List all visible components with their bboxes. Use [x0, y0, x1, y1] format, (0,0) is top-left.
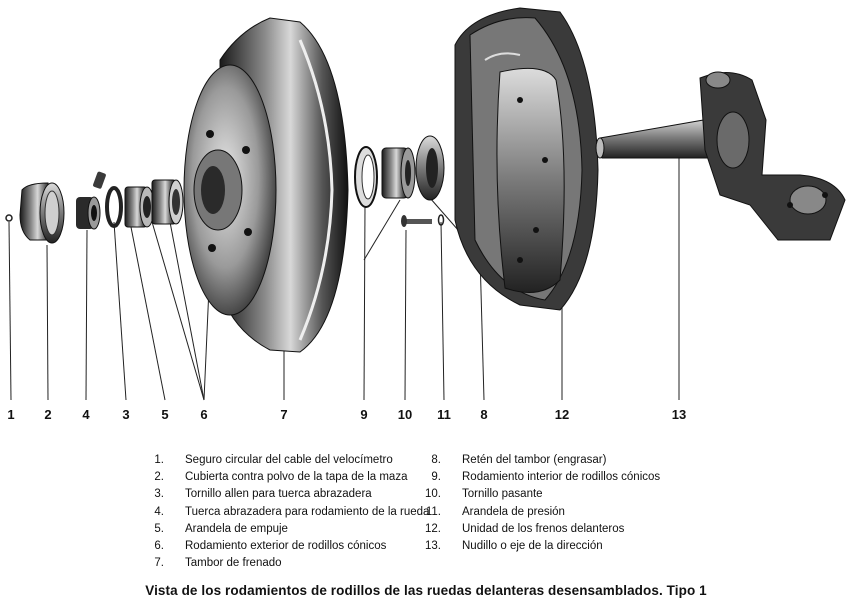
callout-1: 1	[7, 407, 15, 422]
figure-caption: Vista de los rodamientos de rodillos de …	[145, 583, 707, 598]
legend-item: 7. Tambor de frenado	[138, 555, 429, 572]
callout-2: 2	[44, 407, 52, 422]
legend-text: Tornillo allen para tuerca abrazadera	[185, 488, 372, 501]
legend-text: Seguro circular del cable del velocímetr…	[185, 454, 393, 466]
callout-8: 8	[480, 407, 488, 422]
legend-text: Nudillo o eje de la dirección	[462, 540, 603, 553]
legend-text: Rodamiento interior de rodillos cónicos	[462, 471, 661, 484]
legend-text: Cubierta contra polvo de la tapa de la m…	[185, 471, 408, 484]
legend-number: 11.	[425, 505, 441, 518]
part-6-outer-bearing	[124, 179, 184, 228]
legend-number: 3.	[154, 488, 164, 501]
part-12-brake-unit	[454, 7, 599, 311]
legend-text: Arandela de empuje	[185, 522, 288, 535]
legend-item: 13. Nudillo o eje de la dirección	[415, 538, 660, 555]
legend-text: Tornillo pasante	[462, 488, 543, 501]
callout-3: 3	[122, 407, 130, 422]
callout-11: 11	[437, 407, 451, 422]
legend-item: 4. Tuerca abrazadera para rodamiento de l…	[138, 504, 429, 521]
callout-12: 12	[554, 407, 570, 422]
legend-number: 9.	[431, 471, 441, 484]
exploded-view-illustration	[5, 7, 846, 401]
legend-text: Unidad de los frenos delanteros	[462, 522, 625, 535]
part-1-circlip	[5, 214, 13, 222]
part-11-lock-washer	[437, 214, 445, 226]
callout-10: 10	[397, 407, 413, 422]
part-9-inner-bearing	[354, 146, 416, 208]
legend-number: 8.	[431, 454, 441, 466]
callout-13: 13	[671, 407, 687, 422]
legend-number: 13.	[425, 540, 441, 553]
legend-item: 6. Rodamiento exterior de rodillos cónico…	[138, 538, 429, 555]
legend-number: 2.	[154, 471, 164, 484]
callout-5: 5	[161, 407, 169, 422]
legend-text: Arandela de presión	[462, 505, 565, 518]
part-3-allen-screw	[93, 171, 106, 189]
legend-item: 12. Unidad de los frenos delanteros	[415, 521, 660, 538]
legend-number: 12.	[425, 522, 441, 535]
legend-item: 5. Arandela de empuje	[138, 521, 429, 538]
part-4-clamp-nut	[76, 196, 101, 230]
callout-6: 6	[200, 407, 208, 422]
legend-number: 1.	[154, 454, 164, 466]
callout-9: 9	[360, 407, 368, 422]
part-7-brake-drum	[183, 17, 349, 353]
legend-number: 7.	[154, 557, 164, 570]
legend-text: Tambor de frenado	[185, 557, 282, 570]
legend-item: 3. Tornillo allen para tuerca abrazadera	[138, 486, 429, 503]
legend-item: 8. Retén del tambor (engrasar)	[415, 452, 660, 469]
leader-lines	[8, 155, 680, 401]
part-10-through-bolt	[401, 215, 432, 227]
part-5-thrust-washer	[105, 186, 123, 228]
part-2-dust-cap	[19, 182, 65, 244]
legend-text: Rodamiento exterior de rodillos cónicos	[185, 540, 387, 553]
legend-item: 9. Rodamiento interior de rodillos cónico…	[415, 469, 660, 486]
legend-number: 4.	[154, 505, 164, 518]
callout-7: 7	[280, 407, 288, 422]
legend-item: 1. Seguro circular del cable del velocíme…	[138, 452, 429, 469]
parts-legend-right: 8. Retén del tambor (engrasar) 9. Rodamien…	[415, 452, 660, 555]
legend-number: 5.	[154, 522, 164, 535]
legend-text: Retén del tambor (engrasar)	[462, 454, 607, 466]
part-13-steering-knuckle	[595, 71, 846, 241]
legend-number: 10.	[425, 488, 441, 501]
parts-legend-left: 1. Seguro circular del cable del velocíme…	[138, 452, 429, 572]
legend-number: 6.	[154, 540, 164, 553]
callout-4: 4	[82, 407, 90, 422]
legend-item: 10. Tornillo pasante	[415, 486, 660, 503]
part-8-drum-seal	[415, 135, 445, 201]
legend-item: 11. Arandela de presión	[415, 504, 660, 521]
legend-text: Tuerca abrazadera para rodamiento de la …	[185, 505, 430, 518]
legend-item: 2. Cubierta contra polvo de la tapa de la…	[138, 469, 429, 486]
